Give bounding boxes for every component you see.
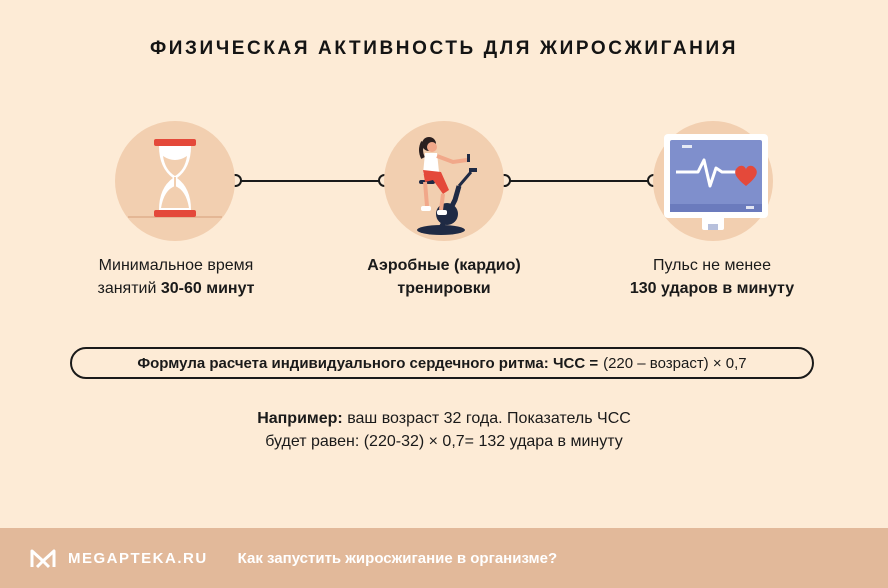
hourglass-icon <box>114 120 236 242</box>
caption-pulse: Пульс не менее 130 ударов в минуту <box>592 254 832 300</box>
formula-box: Формула расчета индивидуального сердечно… <box>70 347 814 379</box>
example-line: Например: ваш возраст 32 года. Показател… <box>0 407 888 430</box>
connector-line-1 <box>240 180 383 182</box>
megapteka-logo-icon <box>30 549 56 569</box>
example-text-part: ваш возраст 32 года. Показатель ЧСС <box>342 410 631 427</box>
heart-monitor-icon <box>652 120 774 242</box>
cyclist-icon <box>383 120 505 242</box>
caption-workout-type: Аэробные (кардио) тренировки <box>324 254 564 300</box>
caption-text: занятий <box>97 280 161 297</box>
caption-highlight: тренировки <box>397 280 491 297</box>
footer-bar: MEGAPTEKA.RU Как запустить жиросжигание … <box>0 528 888 588</box>
formula-label: Формула расчета индивидуального сердечно… <box>137 354 599 372</box>
caption-highlight: 30-60 минут <box>160 280 255 297</box>
caption-line: Пульс не менее <box>653 257 771 274</box>
connector-line-2 <box>508 180 651 182</box>
example-label: Например: <box>257 410 343 427</box>
caption-line: занятий 30-60 минут <box>56 277 296 300</box>
caption-workout-time: Минимальное время занятий 30-60 минут <box>56 254 296 300</box>
caption-line: Минимальное время <box>98 257 254 274</box>
page-title: ФИЗИЧЕСКАЯ АКТИВНОСТЬ ДЛЯ ЖИРОСЖИГАНИЯ <box>149 38 738 59</box>
caption-highlight: Аэробные (кардио) <box>367 257 521 274</box>
brand-name[interactable]: MEGAPTEKA.RU <box>68 549 208 567</box>
example-line: будет равен: (220-32) × 0,7= 132 удара в… <box>265 433 623 450</box>
example-text: Например: ваш возраст 32 года. Показател… <box>0 407 888 453</box>
caption-line: Аэробные (кардио) <box>324 254 564 277</box>
caption-line: тренировки <box>324 277 564 300</box>
caption-line: 130 ударов в минуту <box>592 277 832 300</box>
caption-highlight: 130 ударов в минуту <box>629 280 795 297</box>
article-link[interactable]: Как запустить жиросжигание в организме? <box>237 549 558 567</box>
formula-value: (220 – возраст) × 0,7 <box>603 354 747 372</box>
